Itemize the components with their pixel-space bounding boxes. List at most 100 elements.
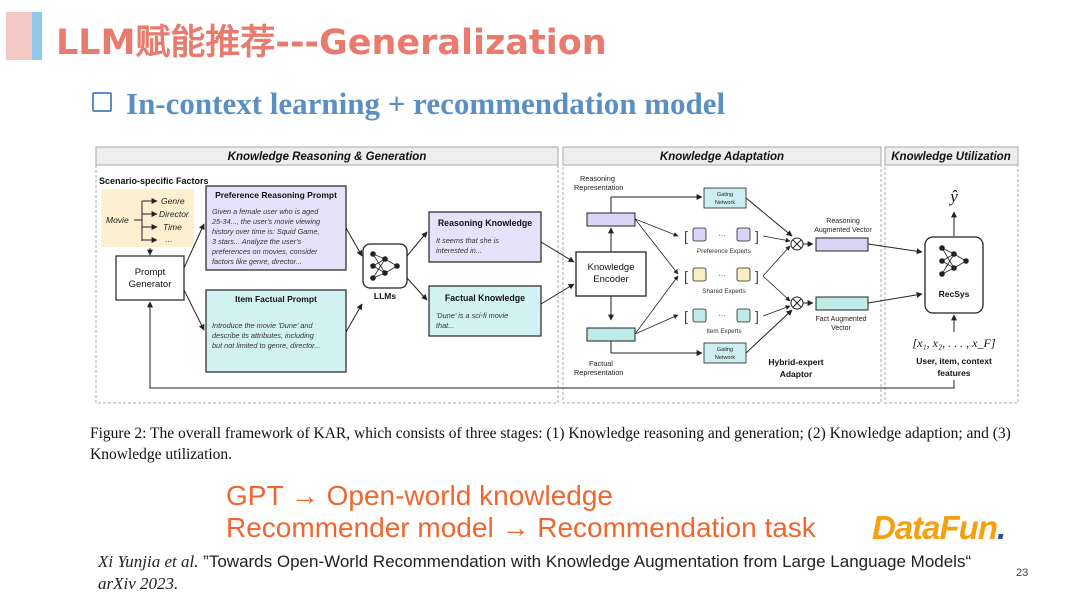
factual-rep-line1: Factual (589, 359, 613, 368)
kar-framework-diagram: Knowledge Reasoning & Generation Knowled… (95, 146, 1019, 404)
key-point-gpt: GPT → Open-world knowledge (226, 480, 613, 511)
reference-citation: Xi Yunjia et al. ”Towards Open-World Rec… (98, 551, 998, 595)
ref-authors: Xi Yunjia et al. (98, 552, 199, 571)
key-point-recommender: Recommender model → Recommendation task (226, 512, 816, 543)
stage1-title: Knowledge Reasoning & Generation (228, 151, 427, 163)
prompt-generator-line1: Prompt (135, 267, 166, 278)
reasoning-vec-line2: Augmented Vector (814, 227, 872, 234)
item-prompt-title: Item Factual Prompt (235, 294, 317, 304)
features-label-line1: User, item, context (916, 356, 992, 366)
subtitle-text: In-context learning + recommendation mod… (126, 86, 726, 121)
features-vector: [x₁, x₂, . . . , x_F] (913, 336, 996, 350)
pref-text-4: preferences on movies, consider (211, 247, 318, 256)
figure-caption: Figure 2: The overall framework of KAR, … (90, 425, 1011, 463)
reasoning-text-1: interested in... (436, 246, 482, 255)
pref-text-0: Given a female user who is aged (212, 207, 319, 216)
features-label-line2: features (937, 368, 970, 378)
llms-label: LLMs (374, 291, 396, 301)
prompt-generator-line2: Generator (129, 279, 172, 290)
svg-text:]: ] (755, 228, 759, 244)
factor-time: Time (163, 222, 182, 232)
reasoning-vec-line1: Reasoning (826, 218, 860, 225)
stage2-panel (562, 146, 882, 404)
item-experts-label: Item Experts (706, 328, 741, 335)
adaptor-line1: Hybrid-expert (768, 357, 823, 367)
slide-title: LLM赋能推荐---Generalization (56, 23, 607, 63)
fact-vec-line1: Fact Augmented (816, 316, 867, 323)
svg-text:···: ··· (718, 231, 726, 240)
neural-network-icon (370, 251, 400, 281)
knowledge-encoder-line1: Knowledge (587, 262, 634, 273)
stage2-title: Knowledge Adaptation (660, 151, 784, 163)
factual-knowledge-title: Factual Knowledge (445, 293, 525, 303)
factor-more: ... (165, 234, 172, 244)
svg-text:[: [ (684, 228, 688, 244)
preference-experts-label: Preference Experts (697, 248, 751, 255)
prompt-generator-box (115, 255, 185, 301)
pref-text-2: history over time is: Squid Game, (212, 227, 319, 236)
knowledge-encoder-line2: Encoder (593, 274, 628, 285)
recsys-box (924, 236, 984, 314)
reasoning-representation (586, 212, 636, 227)
reasoning-rep-line1: Reasoning (580, 174, 615, 183)
fact-augmented-vector (815, 296, 869, 311)
factor-director: Director (159, 209, 190, 219)
svg-text:···: ··· (718, 311, 726, 320)
multiply-icon-top (790, 237, 804, 251)
pref-text-3: 3 stars... Analyze the user's (212, 237, 301, 246)
scenario-factors-box (101, 189, 194, 247)
preference-prompt-box (205, 185, 347, 271)
shared-experts-label: Shared Experts (702, 288, 745, 295)
factual-text-1: that... (436, 321, 454, 330)
factor-genre: Genre (161, 196, 185, 206)
item-prompt-box (205, 289, 347, 373)
item-experts-group: [ ··· ] (684, 308, 759, 324)
item-text-0: Introduce the movie 'Dune' and (212, 321, 313, 330)
multiply-icon-bottom (790, 296, 804, 310)
item-text-1: describe its attributes, including (212, 331, 314, 340)
ref-venue: arXiv 2023. (98, 574, 179, 593)
svg-text:]: ] (755, 308, 759, 324)
svg-text:[: [ (684, 308, 688, 324)
factual-text-0: 'Dune' is a sci-fi movie (436, 311, 508, 320)
movie-label: Movie (106, 215, 129, 225)
feedback-loop-arrow (147, 301, 955, 389)
preference-prompt-title: Preference Reasoning Prompt (215, 190, 337, 200)
fact-vec-line2: Vector (831, 325, 852, 332)
factual-representation (586, 327, 636, 342)
logo-text: DataFun (872, 509, 998, 546)
checkbox-bullet-icon (92, 92, 112, 112)
adaptor-line2: Adaptor (780, 369, 813, 379)
reasoning-augmented-vector (815, 237, 869, 252)
gating-top-line2: Network (715, 200, 735, 206)
item-text-2: but not limited to genre, director... (212, 341, 320, 350)
llms-box (362, 243, 408, 289)
recsys-network-icon (939, 245, 969, 277)
pref-text-5: factors like genre, director... (212, 257, 302, 266)
gating-bottom-line1: Gating (717, 347, 733, 353)
title-accent-bar-blue (32, 12, 42, 60)
factual-rep-line2: Representation (574, 368, 624, 377)
shared-experts-group: [ ··· ] (684, 267, 759, 284)
gating-top-line1: Gating (717, 192, 733, 198)
prediction-yhat: ŷ (948, 187, 958, 206)
svg-text:[: [ (684, 268, 688, 284)
logo-dot: . (997, 509, 1006, 546)
factual-knowledge-box (428, 285, 542, 337)
recsys-label: RecSys (939, 289, 970, 299)
pref-text-1: 25-34..., the user's movie viewing (211, 217, 320, 226)
page-number: 23 (1016, 567, 1029, 579)
gating-bottom-line2: Network (715, 355, 735, 361)
slide-subtitle: In-context learning + recommendation mod… (92, 86, 725, 122)
preference-experts-group: [ ··· ] (684, 227, 759, 244)
svg-text:]: ] (755, 268, 759, 284)
svg-text:···: ··· (718, 271, 726, 280)
reasoning-text-0: It seems that she is (436, 236, 499, 245)
reasoning-knowledge-box (428, 211, 542, 263)
ref-title: ”Towards Open-World Recommendation with … (198, 552, 972, 571)
reasoning-rep-line2: Representation (574, 183, 624, 192)
stage3-title: Knowledge Utilization (891, 151, 1010, 163)
title-accent-bar-pink (6, 12, 32, 60)
scenario-label: Scenario-specific Factors (99, 176, 209, 186)
datafun-logo: DataFun. (872, 509, 1006, 547)
